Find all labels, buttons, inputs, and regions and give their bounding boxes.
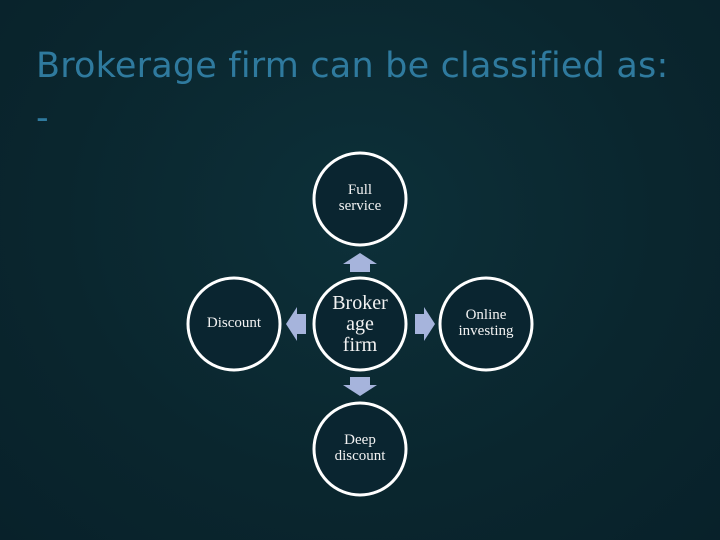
node-left-label: Discount — [206, 315, 262, 332]
slide-title-suffix: - — [36, 98, 49, 138]
node-top-line-1: Full — [347, 182, 373, 199]
node-right-circle — [438, 276, 534, 372]
node-left: Discount — [191, 299, 277, 349]
arrow-left-icon — [286, 307, 306, 341]
arrow-down-icon — [343, 377, 377, 396]
slide-title-text: Brokerage firm can be classified as: — [36, 46, 669, 86]
node-center: Broker age firm — [317, 290, 403, 358]
slide-title: Brokerage firm can be classified as: - — [36, 40, 696, 144]
node-bottom-circle — [312, 401, 408, 497]
node-center-line-2: age — [346, 312, 374, 335]
arrow-up-icon — [343, 253, 377, 272]
node-right-line-1: Online — [465, 307, 507, 324]
node-right-line-2: investing — [458, 323, 514, 339]
node-right: Online investing — [443, 299, 529, 349]
node-center-circle — [312, 276, 408, 372]
node-bottom-line-1: Deep — [344, 432, 376, 449]
node-bottom: Deep discount — [317, 424, 403, 474]
node-bottom-line-2: discount — [334, 448, 386, 464]
node-center-line-3: firm — [342, 333, 378, 356]
arrow-right-icon — [415, 307, 435, 341]
node-top-line-2: service — [338, 198, 382, 214]
node-top: Full service — [317, 174, 403, 224]
node-center-line-1: Broker — [332, 291, 388, 314]
node-top-circle — [312, 151, 408, 247]
node-left-circle — [186, 276, 282, 372]
